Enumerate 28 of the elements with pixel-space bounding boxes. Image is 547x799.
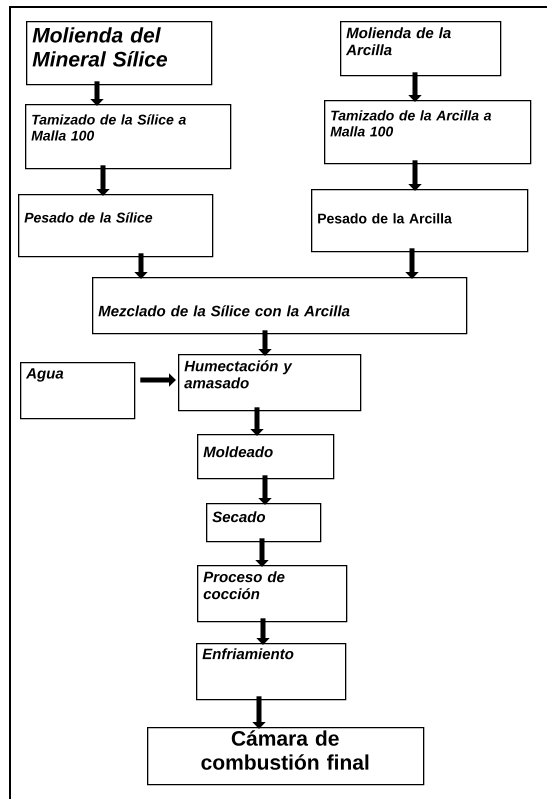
- process-box: [196, 643, 346, 700]
- process-box: [340, 21, 502, 76]
- node-label: Agua: [26, 368, 64, 382]
- node-label: Proceso de cocción: [203, 571, 284, 600]
- process-box: [20, 362, 136, 420]
- process-box: [18, 194, 214, 258]
- process-box: [147, 727, 424, 786]
- node-label: Moldeado: [203, 446, 273, 458]
- node-label: Pesado de la Sílice: [24, 212, 152, 223]
- process-box: [92, 277, 468, 334]
- process-box: [25, 104, 232, 170]
- node-label: Humectación y amasado: [184, 360, 292, 388]
- process-box: [324, 100, 532, 164]
- process-box: [311, 189, 528, 252]
- process-box: [206, 503, 322, 542]
- node-label: Enfriamiento: [202, 648, 294, 660]
- node-label: Tamizado de la Sílice a Malla 100: [31, 114, 186, 141]
- node-label: Secado: [212, 511, 266, 522]
- node-label: Molienda de la Arcilla: [346, 27, 451, 56]
- process-box: [197, 434, 334, 480]
- node-label: Tamizado de la Arcilla a Malla 100: [330, 110, 492, 136]
- node-label: Molienda del Mineral Sílice: [32, 27, 167, 67]
- process-box: [178, 354, 362, 412]
- node-label: Pesado de la Arcilla: [318, 213, 452, 224]
- node-label: Mezclado de la Sílice con la Arcilla: [98, 305, 350, 316]
- node-label: Cámara de combustión final: [201, 730, 368, 770]
- process-box: [26, 21, 212, 86]
- process-box: [197, 565, 348, 622]
